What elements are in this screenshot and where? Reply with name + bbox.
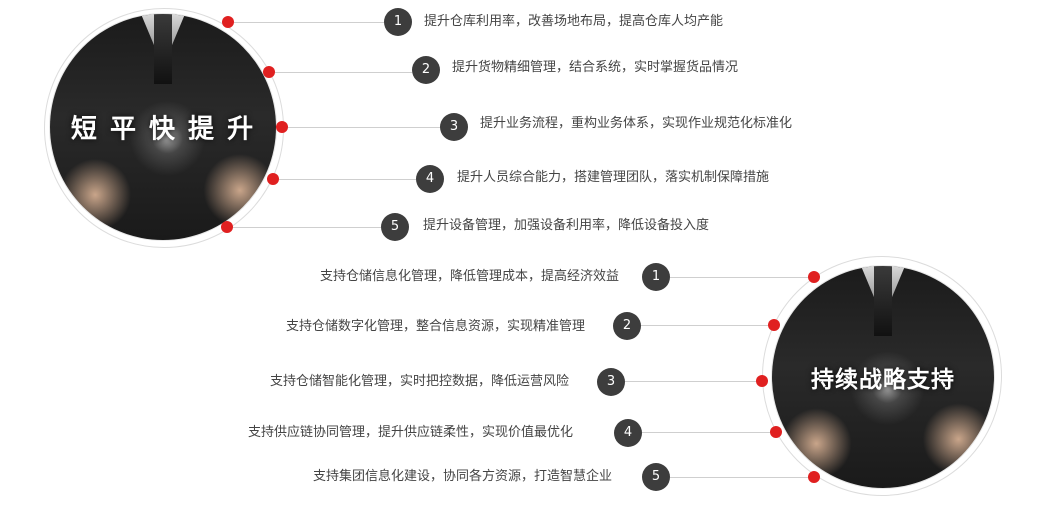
top-item-3-dot: [276, 121, 288, 133]
top-item-5-line: [233, 227, 381, 228]
bottom-item-4-line: [642, 432, 770, 433]
bottom-item-5-text: 支持集团信息化建设，协同各方资源，打造智慧企业: [313, 469, 613, 484]
bottom-item-2-dot: [768, 319, 780, 331]
top-item-4-text: 提升人员综合能力，搭建管理团队，落实机制保障措施: [457, 170, 770, 185]
top-item-2-dot: [263, 66, 275, 78]
top-item-5-text: 提升设备管理，加强设备利用率，降低设备投入度: [423, 218, 710, 233]
bottom-item-4-badge: 4: [614, 419, 642, 447]
top-item-2-text: 提升货物精细管理，结合系统，实时掌握货品情况: [452, 60, 739, 75]
bottom-item-5-dot: [808, 471, 820, 483]
top-item-1-dot: [222, 16, 234, 28]
top-item-4-line: [279, 179, 416, 180]
bottom-section-title: 持续战略支持: [811, 367, 955, 393]
bottom-item-2-line: [641, 325, 768, 326]
bottom-item-1-line: [670, 277, 808, 278]
top-item-1-line: [234, 22, 384, 23]
top-circle-image: 短 平 快 提 升: [50, 14, 276, 240]
top-item-2-badge: 2: [412, 56, 440, 84]
bottom-item-1-badge: 1: [642, 263, 670, 291]
top-item-3-text: 提升业务流程，重构业务体系，实现作业规范化标准化: [480, 116, 793, 131]
top-item-2-line: [275, 72, 412, 73]
bottom-item-4-text: 支持供应链协同管理，提升供应链柔性，实现价值最优化: [248, 425, 574, 440]
bottom-item-3-dot: [756, 375, 768, 387]
top-item-5-badge: 5: [381, 213, 409, 241]
top-item-5-dot: [221, 221, 233, 233]
top-item-4-badge: 4: [416, 165, 444, 193]
top-item-3-line: [288, 127, 440, 128]
bottom-circle-image: 持续战略支持: [772, 266, 994, 488]
top-item-1-text: 提升仓库利用率，改善场地布局，提高仓库人均产能: [424, 14, 724, 29]
bottom-item-4-dot: [770, 426, 782, 438]
top-item-4-dot: [267, 173, 279, 185]
bottom-item-1-text: 支持仓储信息化管理，降低管理成本，提高经济效益: [320, 269, 620, 284]
bottom-item-3-text: 支持仓储智能化管理，实时把控数据，降低运营风险: [270, 374, 570, 389]
top-item-3-badge: 3: [440, 113, 468, 141]
bottom-item-5-badge: 5: [642, 463, 670, 491]
tie: [154, 14, 172, 84]
tie: [874, 266, 892, 336]
bottom-item-2-badge: 2: [613, 312, 641, 340]
bottom-item-1-dot: [808, 271, 820, 283]
top-item-1-badge: 1: [384, 8, 412, 36]
bottom-item-2-text: 支持仓储数字化管理，整合信息资源，实现精准管理: [286, 319, 586, 334]
top-section-title: 短 平 快 提 升: [70, 114, 256, 145]
bottom-item-5-line: [670, 477, 808, 478]
bottom-item-3-badge: 3: [597, 368, 625, 396]
bottom-item-3-line: [625, 381, 756, 382]
